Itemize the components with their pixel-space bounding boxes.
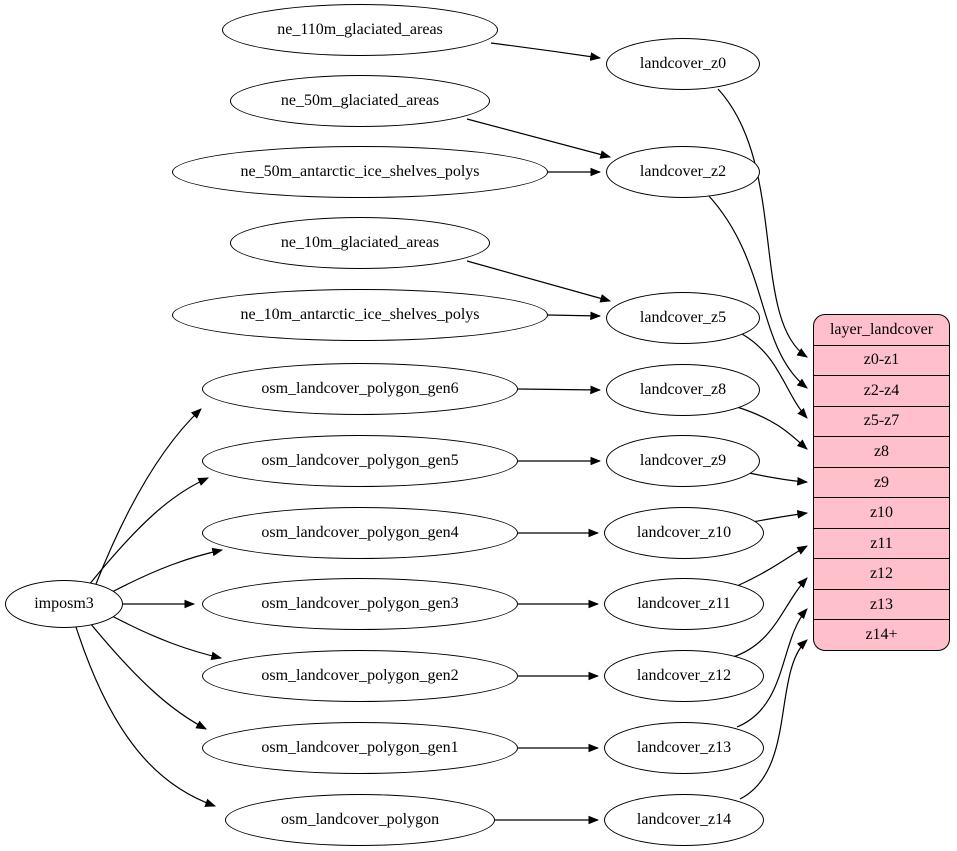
edge-landcover_z11-row-z11 [736, 545, 808, 587]
node-ne_50m_antarctic_ice_shelves_polys: ne_50m_antarctic_ice_shelves_polys [172, 146, 548, 198]
edge-landcover_z10-row-z10 [751, 510, 809, 523]
node-osm_landcover_polygon_gen4: osm_landcover_polygon_gen4 [202, 507, 518, 559]
record-row-z5-z7: z5-z7 [814, 405, 949, 437]
node-landcover_z12: landcover_z12 [604, 650, 764, 702]
record-row-z13: z13 [814, 588, 949, 620]
record-row-z8: z8 [814, 436, 949, 467]
node-ne_10m_glaciated_areas: ne_10m_glaciated_areas [230, 217, 490, 269]
node-osm_landcover_polygon: osm_landcover_polygon [225, 794, 495, 846]
node-landcover_z0: landcover_z0 [606, 38, 760, 90]
node-landcover_z10: landcover_z10 [604, 507, 764, 559]
edge-ne_10m_glaciated_areas-landcover_z5 [466, 260, 612, 303]
edge-landcover_z13-row-z13 [736, 608, 808, 728]
edge-landcover_z2-row-z2-z4 [707, 194, 808, 389]
edge-ne_50m_glaciated_areas-landcover_z2 [466, 118, 612, 159]
node-osm_landcover_polygon_gen1: osm_landcover_polygon_gen1 [202, 722, 518, 774]
edge-imposm3-osm_landcover_polygon_gen4 [111, 547, 224, 593]
edge-osm_landcover_polygon_gen6-landcover_z8 [517, 385, 602, 395]
node-ne_10m_antarctic_ice_shelves_polys: ne_10m_antarctic_ice_shelves_polys [172, 289, 548, 341]
node-landcover_z11: landcover_z11 [604, 578, 764, 630]
record-row-z14plus: z14+ [814, 619, 949, 650]
record-row-z0-z1: z0-z1 [814, 344, 949, 376]
node-osm_landcover_polygon_gen6: osm_landcover_polygon_gen6 [202, 363, 518, 415]
edge-landcover_z9-row-z9 [748, 472, 809, 486]
node-osm_landcover_polygon_gen3: osm_landcover_polygon_gen3 [202, 578, 518, 630]
node-landcover_z9: landcover_z9 [606, 435, 760, 487]
edge-imposm3-osm_landcover_polygon_gen6 [95, 408, 202, 585]
edge-landcover_z8-row-z8 [736, 406, 808, 450]
node-osm_landcover_polygon_gen5: osm_landcover_polygon_gen5 [202, 435, 518, 487]
node-landcover_z8: landcover_z8 [606, 364, 760, 416]
record-title: layer_landcover [829, 320, 934, 338]
record-row-z2-z4: z2-z4 [814, 375, 949, 406]
node-ne_110m_glaciated_areas: ne_110m_glaciated_areas [222, 4, 498, 56]
node-osm_landcover_polygon_gen2: osm_landcover_polygon_gen2 [202, 650, 518, 702]
edge-landcover_z12-row-z12 [732, 577, 808, 658]
edge-imposm3-osm_landcover_polygon_gen2 [111, 615, 223, 661]
record-row-z12: z12 [814, 558, 949, 589]
edge-imposm3-osm_landcover_polygon_gen1 [89, 622, 207, 730]
edge-imposm3-osm_landcover_polygon [75, 626, 217, 807]
edge-landcover_z5-row-z5-z7 [741, 333, 808, 419]
node-landcover_z13: landcover_z13 [604, 722, 764, 774]
edge-landcover_z14-row-z14plus [739, 639, 808, 800]
node-landcover_z2: landcover_z2 [606, 146, 760, 198]
node-landcover_z14: landcover_z14 [604, 794, 764, 846]
edge-imposm3-osm_landcover_polygon_gen5 [87, 477, 209, 587]
edge-landcover_z0-row-z0-z1 [717, 88, 808, 358]
record-row-z9: z9 [814, 466, 949, 498]
node-layer_landcover: layer_landcover z0-z1 z2-z4 z5-z7 z8 z9 … [813, 314, 950, 651]
edge-ne_110m_glaciated_areas-landcover_z0 [490, 42, 602, 61]
node-ne_50m_glaciated_areas: ne_50m_glaciated_areas [230, 75, 490, 127]
record-row-z11: z11 [814, 527, 949, 559]
node-landcover_z5: landcover_z5 [606, 292, 760, 344]
edge-ne_10m_antarctic_ice_shelves_polys-landcover_z5 [547, 311, 602, 321]
node-imposm3: imposm3 [5, 580, 123, 628]
record-row-z10: z10 [814, 497, 949, 528]
